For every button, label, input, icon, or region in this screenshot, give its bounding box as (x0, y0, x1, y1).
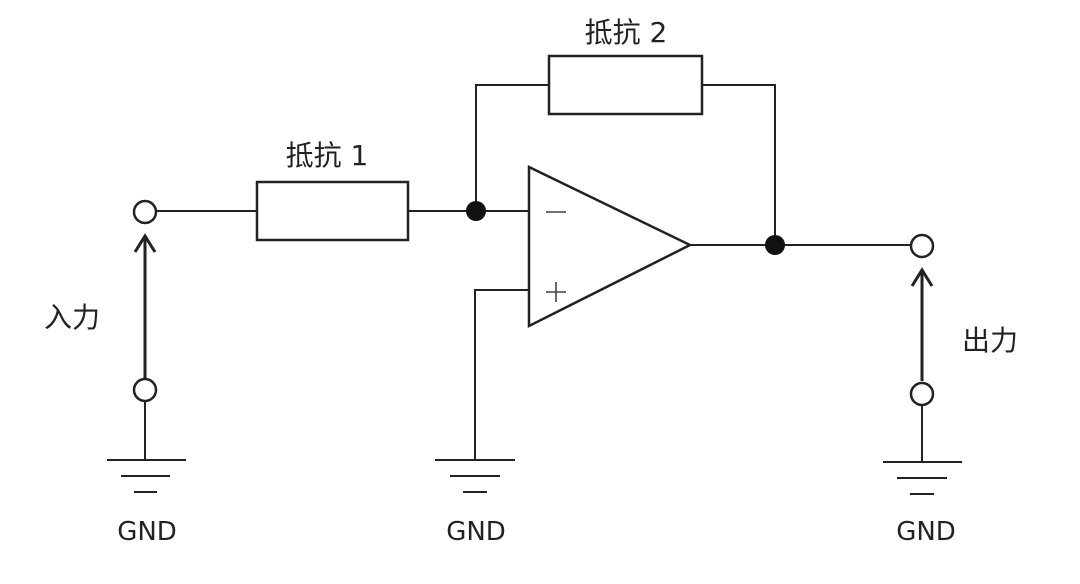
input-terminal-top (132, 199, 158, 225)
feedback-right-wire (702, 84, 776, 245)
output-terminal-bottom (909, 381, 935, 407)
plus-to-ground-wire (474, 289, 529, 460)
input-terminal-bottom (132, 377, 158, 403)
inverting-junction-dot (466, 201, 486, 221)
output-label: 出力 (962, 324, 1018, 357)
output-arrow-head (910, 267, 934, 287)
output-terminal-top (909, 233, 935, 259)
resistor-2-label: 抵抗 2 (585, 16, 668, 49)
output-ground-symbol (883, 461, 962, 495)
resistor-1 (255, 180, 410, 242)
resistor-2 (547, 54, 704, 116)
output-junction-dot (765, 235, 785, 255)
feedback-left-wire (475, 84, 549, 211)
input-ground-symbol (107, 459, 186, 493)
input-label: 入力 (44, 301, 100, 334)
opamp-gnd-label: GND (446, 517, 506, 547)
opamp-ground-symbol (435, 459, 515, 493)
resistor-1-label: 抵抗 1 (286, 139, 369, 172)
input-arrow-head (133, 233, 157, 253)
output-gnd-label: GND (896, 517, 956, 547)
input-gnd-label: GND (117, 517, 177, 547)
op-amp (527, 165, 693, 329)
